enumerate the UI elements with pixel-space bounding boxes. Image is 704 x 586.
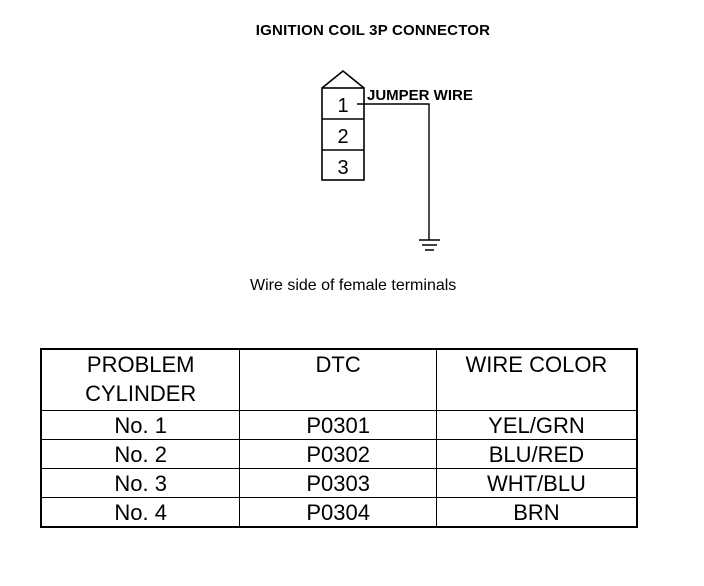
- ground-icon: [419, 239, 440, 251]
- cell-cylinder: No. 2: [40, 439, 241, 469]
- cell-dtc: P0303: [239, 468, 437, 498]
- jumper-wire-label: JUMPER WIRE: [367, 87, 473, 104]
- connector-body: [321, 69, 365, 181]
- connector-diagram: 1 2 3 JUMPER WIRE: [321, 69, 473, 251]
- cell-dtc: P0304: [239, 497, 437, 528]
- dtc-table: PROBLEM CYLINDER DTC WIRE COLOR No. 1 P0…: [40, 348, 638, 528]
- cell-dtc: P0301: [239, 410, 437, 440]
- pin-2-label: 2: [337, 126, 348, 148]
- header-dtc: DTC: [239, 348, 437, 411]
- cell-dtc: P0302: [239, 439, 437, 469]
- cell-wire-color: BLU/RED: [435, 439, 638, 469]
- table-row: No. 1 P0301 YEL/GRN: [40, 410, 638, 440]
- table-row: No. 2 P0302 BLU/RED: [40, 439, 638, 469]
- table-row: No. 3 P0303 WHT/BLU: [40, 468, 638, 498]
- diagram-title: IGNITION COIL 3P CONNECTOR: [255, 22, 491, 39]
- table-row: No. 4 P0304 BRN: [40, 497, 638, 528]
- cell-wire-color: WHT/BLU: [435, 468, 638, 498]
- jumper-wire: [357, 103, 430, 240]
- cell-cylinder: No. 1: [40, 410, 241, 440]
- table-header-row: PROBLEM CYLINDER DTC WIRE COLOR: [40, 348, 638, 411]
- connector-caption: Wire side of female terminals: [250, 277, 457, 294]
- header-problem-cylinder: PROBLEM CYLINDER: [40, 348, 241, 411]
- cell-wire-color: YEL/GRN: [435, 410, 638, 440]
- header-wire-color: WIRE COLOR: [435, 348, 638, 411]
- cell-wire-color: BRN: [435, 497, 638, 528]
- cell-cylinder: No. 4: [40, 497, 241, 528]
- cell-cylinder: No. 3: [40, 468, 241, 498]
- pin-1-label: 1: [337, 95, 348, 117]
- pin-3-label: 3: [337, 157, 348, 179]
